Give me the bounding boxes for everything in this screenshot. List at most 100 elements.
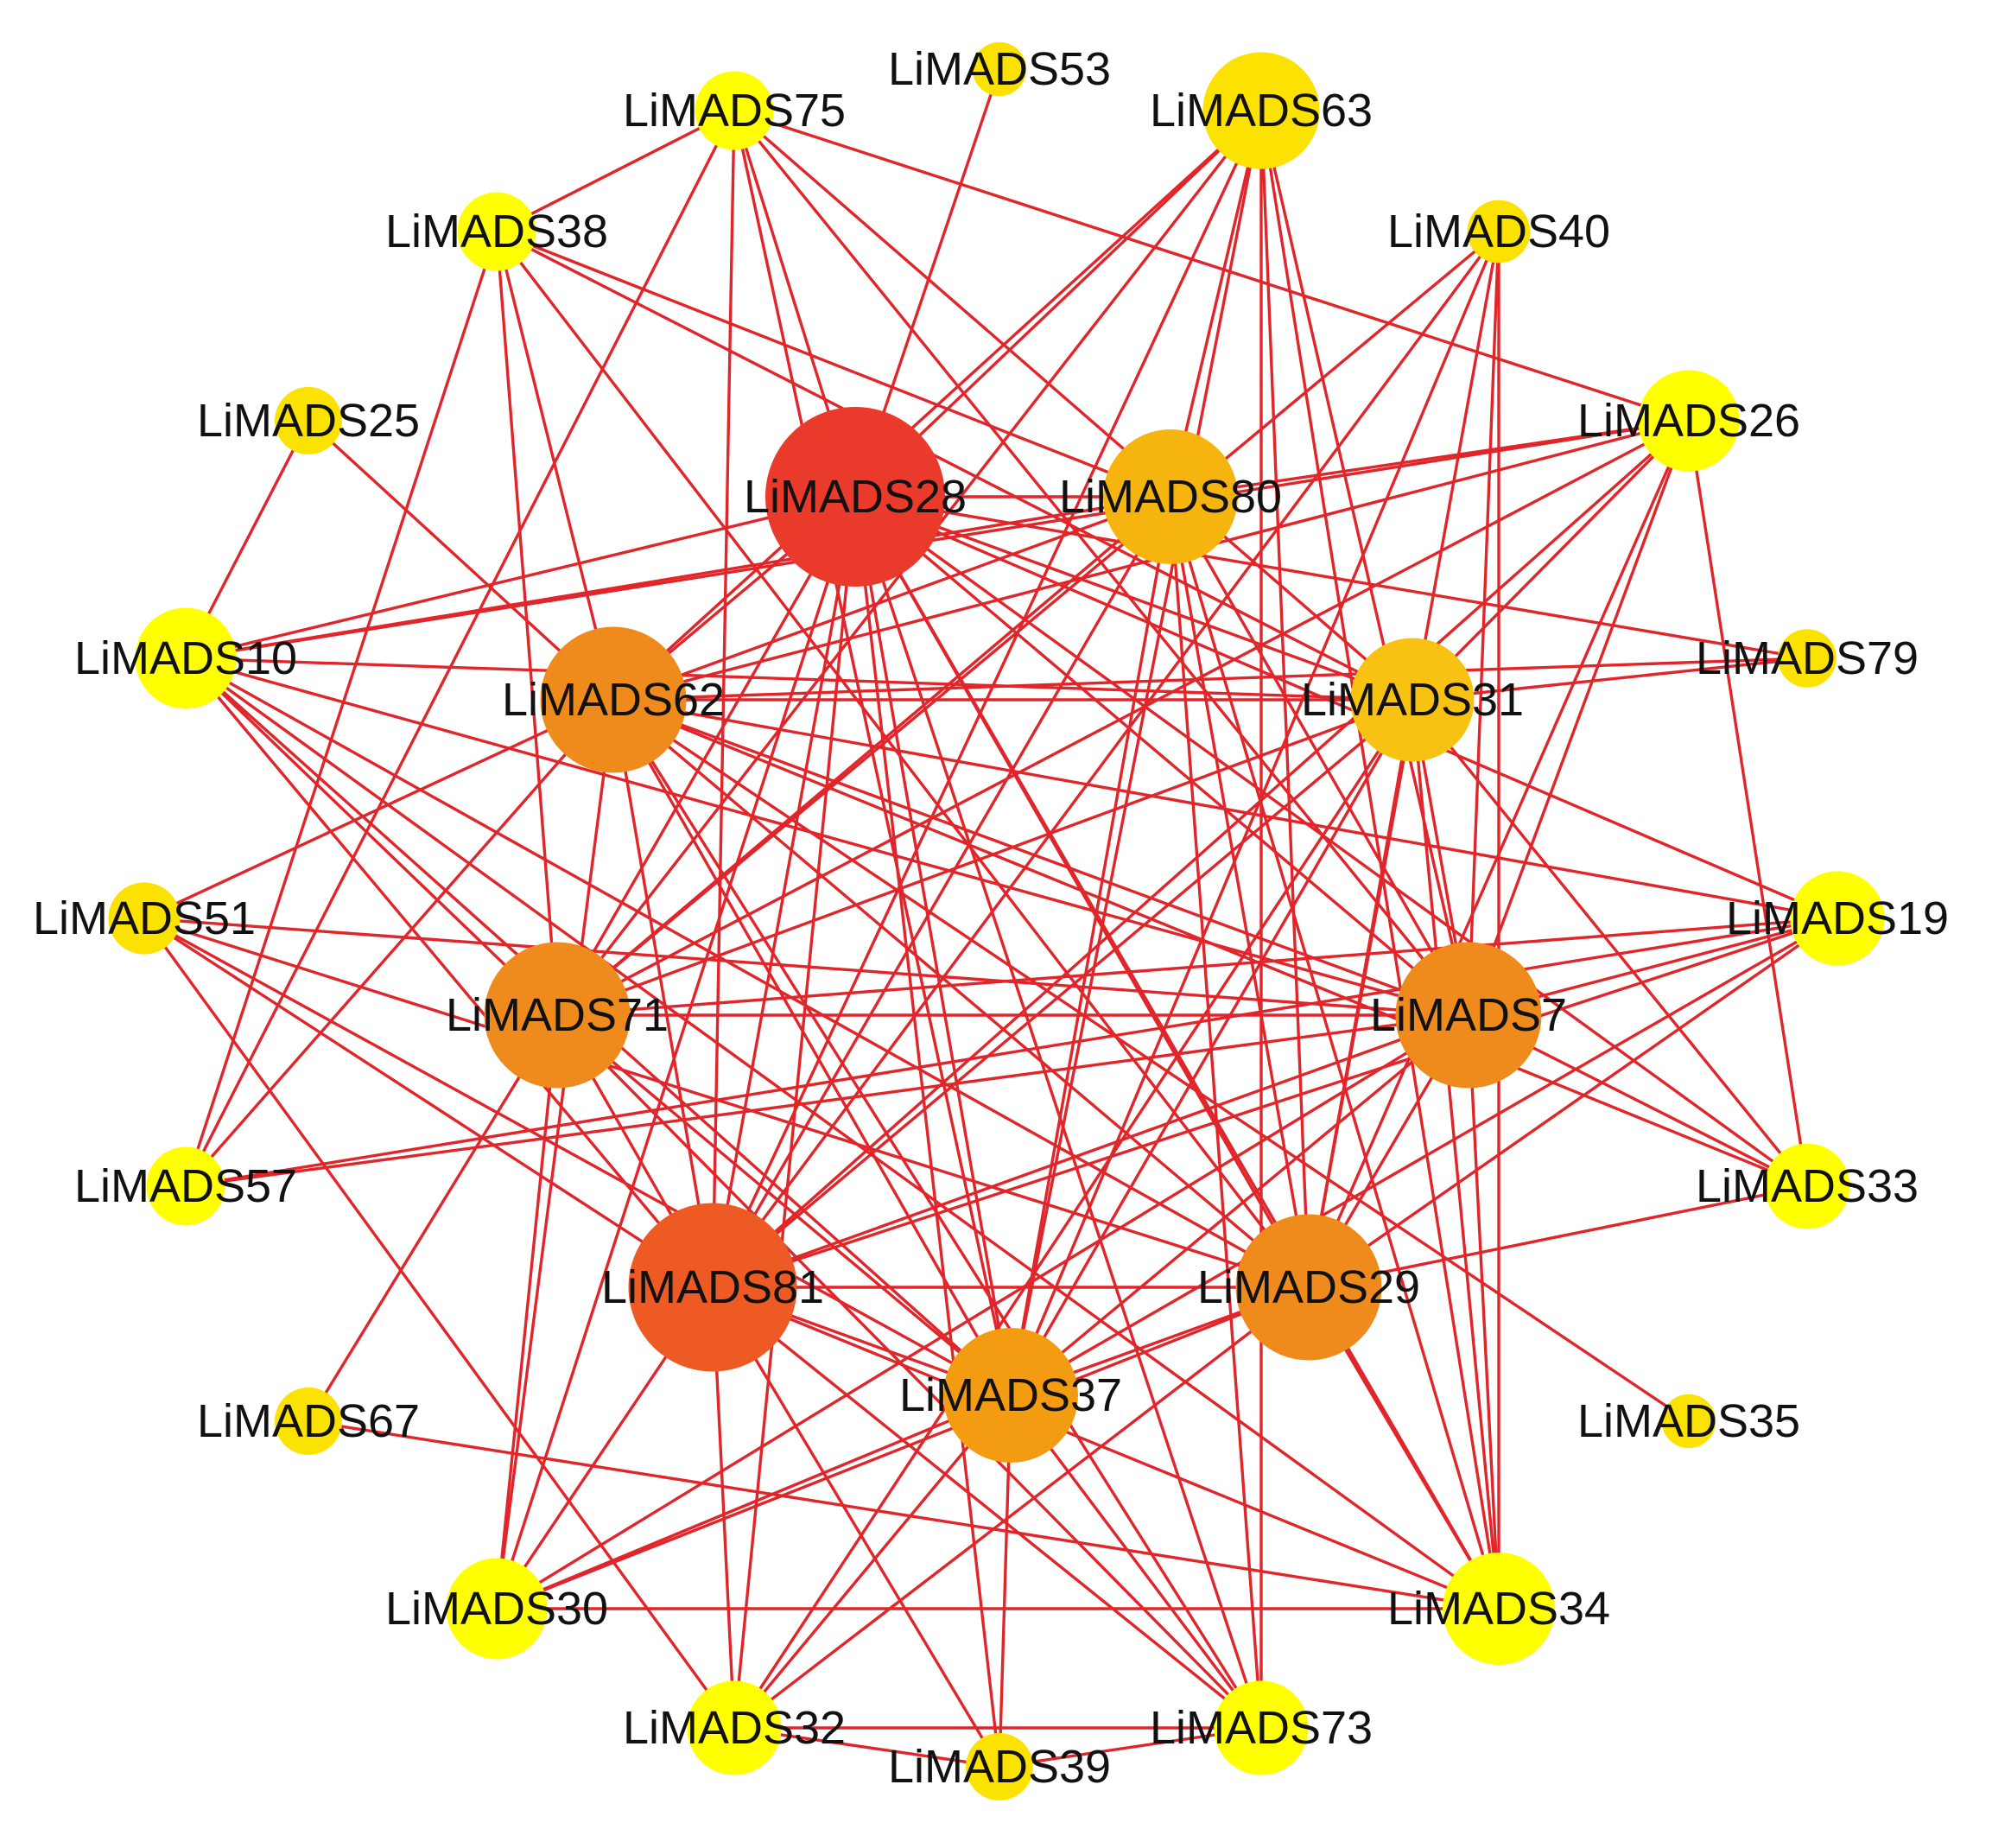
- node-LiMADS39[interactable]: [966, 1733, 1033, 1800]
- node-LiMADS62[interactable]: [540, 626, 687, 773]
- node-LiMADS19[interactable]: [1790, 871, 1885, 966]
- edge-LiMADS81-LiMADS63: [711, 110, 1263, 1288]
- edge-LiMADS71-LiMADS37: [555, 1013, 1012, 1397]
- edge-LiMADS7-LiMADS10: [185, 657, 1469, 1017]
- edge-LiMADS31-LiMADS71: [556, 698, 1413, 1017]
- edge-LiMADS71-LiMADS38: [495, 231, 559, 1016]
- edge-LiMADS37-LiMADS40: [1009, 231, 1500, 1396]
- edge-LiMADS62-LiMADS30: [495, 699, 615, 1610]
- node-label-LiMADS37: LiMADS37: [899, 1369, 1122, 1421]
- node-LiMADS38[interactable]: [457, 192, 536, 271]
- node-label-LiMADS40: LiMADS40: [1387, 206, 1610, 257]
- node-LiMADS31[interactable]: [1350, 638, 1475, 762]
- edge-LiMADS35-LiMADS62: [612, 698, 1690, 1423]
- edge-LiMADS29-LiMADS38: [495, 230, 1310, 1289]
- edge-LiMADS75-LiMADS26: [733, 109, 1690, 422]
- edge-LiMADS62-LiMADS63: [612, 109, 1263, 702]
- node-label-LiMADS39: LiMADS39: [888, 1741, 1111, 1793]
- edge-LiMADS81-LiMADS39: [711, 1286, 1001, 1768]
- node-LiMADS30[interactable]: [446, 1558, 548, 1660]
- node-label-LiMADS73: LiMADS73: [1150, 1702, 1373, 1754]
- node-LiMADS40[interactable]: [1467, 200, 1531, 264]
- node-LiMADS25[interactable]: [275, 387, 342, 454]
- edge-LiMADS10-LiMADS26: [185, 419, 1690, 660]
- node-LiMADS29[interactable]: [1235, 1214, 1382, 1361]
- edge-LiMADS37-LiMADS32: [733, 1394, 1012, 1730]
- node-LiMADS32[interactable]: [687, 1680, 782, 1775]
- edge-LiMADS28-LiMADS7: [853, 495, 1470, 1017]
- node-label-LiMADS19: LiMADS19: [1726, 892, 1949, 944]
- edge-LiMADS31-LiMADS81: [711, 698, 1414, 1289]
- node-LiMADS73[interactable]: [1214, 1680, 1309, 1775]
- node-label-LiMADS30: LiMADS30: [385, 1583, 608, 1635]
- edge-LiMADS80-LiMADS29: [1169, 496, 1310, 1288]
- node-LiMADS33[interactable]: [1764, 1143, 1850, 1229]
- edge-LiMADS80-LiMADS34: [1169, 496, 1500, 1610]
- node-LiMADS75[interactable]: [695, 71, 774, 150]
- edge-LiMADS28-LiMADS31: [854, 495, 1413, 702]
- edge-LiMADS80-LiMADS7: [1169, 496, 1470, 1016]
- edge-LiMADS80-LiMADS37: [1009, 496, 1172, 1396]
- edge-LiMADS63-LiMADS34: [1259, 110, 1500, 1610]
- node-label-LiMADS81: LiMADS81: [601, 1261, 824, 1313]
- edge-LiMADS31-LiMADS37: [1009, 699, 1414, 1396]
- node-label-LiMADS31: LiMADS31: [1301, 674, 1524, 726]
- node-label-LiMADS57: LiMADS57: [74, 1160, 297, 1212]
- node-LiMADS35[interactable]: [1661, 1394, 1716, 1449]
- node-LiMADS67[interactable]: [275, 1388, 342, 1455]
- edge-LiMADS71-LiMADS40: [555, 230, 1500, 1017]
- node-LiMADS34[interactable]: [1443, 1553, 1555, 1665]
- edge-LiMADS29-LiMADS33: [1308, 1184, 1808, 1289]
- edge-LiMADS80-LiMADS73: [1169, 496, 1263, 1729]
- edge-LiMADS7-LiMADS26: [1467, 420, 1691, 1016]
- node-LiMADS26[interactable]: [1638, 370, 1740, 472]
- node-label-LiMADS67: LiMADS67: [197, 1395, 420, 1447]
- node-LiMADS53[interactable]: [972, 41, 1027, 97]
- edge-LiMADS7-LiMADS40: [1467, 231, 1500, 1016]
- edge-LiMADS62-LiMADS81: [612, 699, 714, 1288]
- edge-LiMADS51-LiMADS32: [143, 917, 736, 1730]
- node-LiMADS71[interactable]: [484, 942, 631, 1089]
- node-LiMADS57[interactable]: [146, 1146, 225, 1226]
- edge-LiMADS62-LiMADS79: [612, 657, 1808, 702]
- node-label-LiMADS71: LiMADS71: [446, 989, 669, 1041]
- edge-LiMADS7-LiMADS34: [1467, 1014, 1500, 1610]
- edge-LiMADS26-LiMADS33: [1687, 420, 1809, 1187]
- edge-LiMADS31-LiMADS26: [1411, 419, 1691, 702]
- edge-LiMADS28-LiMADS71: [555, 496, 857, 1016]
- node-label-LiMADS75: LiMADS75: [623, 85, 846, 137]
- edge-LiMADS57-LiMADS19: [185, 917, 1838, 1188]
- node-label-LiMADS33: LiMADS33: [1696, 1160, 1919, 1212]
- edge-LiMADS71-LiMADS10: [184, 657, 559, 1017]
- node-LiMADS63[interactable]: [1202, 52, 1320, 169]
- node-LiMADS10[interactable]: [135, 607, 237, 709]
- node-LiMADS28[interactable]: [765, 407, 945, 587]
- node-label-LiMADS25: LiMADS25: [197, 395, 420, 447]
- edge-LiMADS62-LiMADS57: [184, 698, 615, 1188]
- node-label-LiMADS62: LiMADS62: [502, 674, 725, 726]
- edge-LiMADS29-LiMADS10: [185, 657, 1310, 1289]
- node-LiMADS81[interactable]: [628, 1203, 797, 1372]
- node-LiMADS37[interactable]: [943, 1328, 1078, 1463]
- edge-LiMADS38-LiMADS57: [184, 231, 498, 1187]
- edge-LiMADS28-LiMADS63: [853, 109, 1263, 499]
- edge-LiMADS7-LiMADS75: [733, 109, 1470, 1017]
- edge-LiMADS37-LiMADS51: [143, 917, 1012, 1397]
- node-LiMADS51[interactable]: [108, 882, 181, 955]
- edge-LiMADS28-LiMADS39: [853, 496, 1001, 1768]
- node-LiMADS80[interactable]: [1103, 429, 1238, 564]
- edge-LiMADS29-LiMADS30: [496, 1286, 1310, 1610]
- node-LiMADS79[interactable]: [1778, 629, 1837, 688]
- edge-LiMADS81-LiMADS19: [712, 917, 1838, 1289]
- edge-LiMADS62-LiMADS29: [612, 698, 1310, 1289]
- edge-LiMADS81-LiMADS75: [711, 110, 736, 1288]
- edge-LiMADS33-LiMADS31: [1411, 698, 1809, 1188]
- node-layer: [108, 41, 1885, 1800]
- edge-LiMADS80-LiMADS62: [612, 495, 1171, 702]
- edge-LiMADS37-LiMADS63: [1009, 110, 1263, 1396]
- edge-LiMADS75-LiMADS38: [496, 109, 735, 233]
- node-label-LiMADS79: LiMADS79: [1696, 632, 1919, 684]
- edge-LiMADS81-LiMADS40: [711, 230, 1500, 1289]
- node-LiMADS7[interactable]: [1395, 942, 1542, 1089]
